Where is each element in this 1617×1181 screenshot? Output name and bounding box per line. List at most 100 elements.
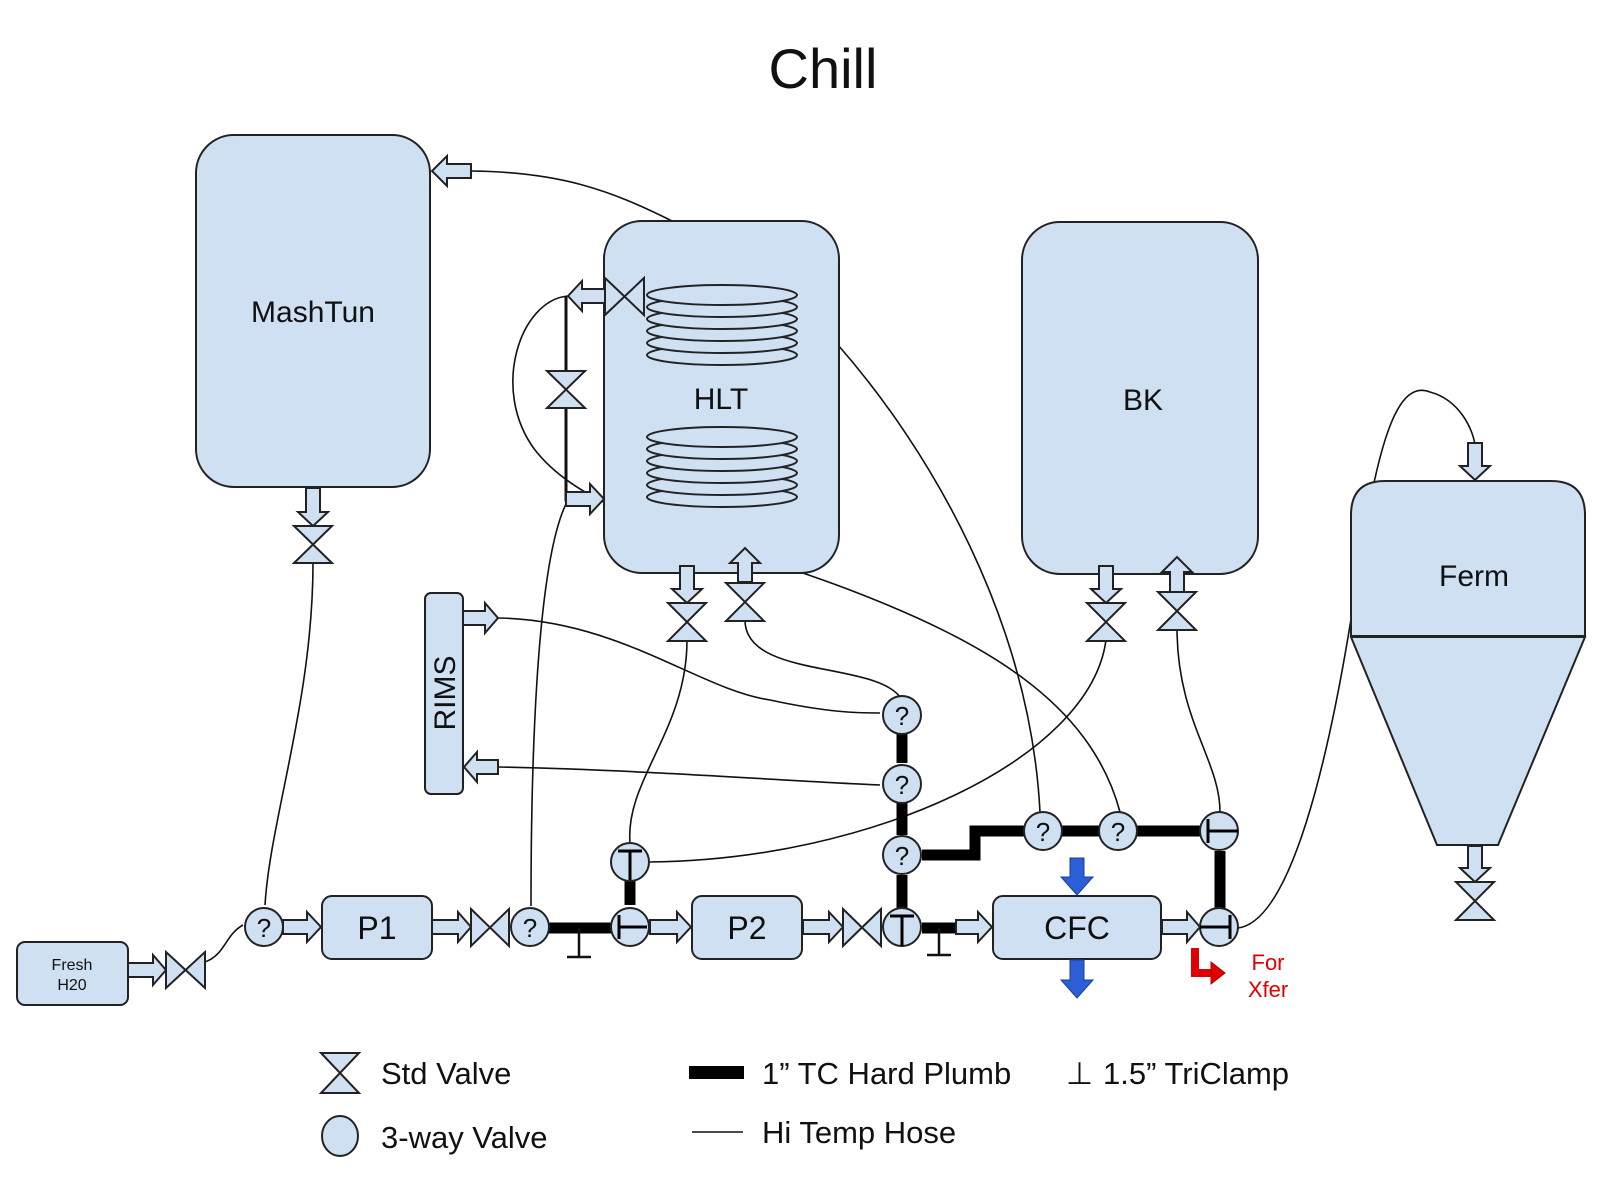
arrow-down-icon: [1457, 442, 1493, 482]
legend-std-valve-label: Std Valve: [381, 1056, 511, 1091]
fresh-water-source[interactable]: Fresh H20: [16, 941, 129, 1006]
bk-body[interactable]: [1021, 221, 1259, 575]
hose-fresh-to-valve: [204, 924, 244, 963]
valve-ferm-drain[interactable]: [1453, 881, 1497, 921]
arrow-right-icon: [1161, 909, 1202, 945]
hose-rims-out: [497, 617, 881, 714]
rims-body[interactable]: [424, 592, 464, 795]
flow-arrows: [127, 153, 1493, 988]
arrow-right-icon: [565, 481, 606, 517]
hlt-label: HLT: [694, 383, 748, 416]
standard-valves[interactable]: [165, 275, 1497, 991]
legend: Std Valve 3-way Valve 1” TC Hard Plumb H…: [318, 1052, 1289, 1157]
hose-bk-out: [649, 639, 1107, 863]
counterflow-chiller[interactable]: CFC: [992, 895, 1162, 960]
three-way-valve-t[interactable]: [610, 907, 650, 947]
coolant-arrows: [1059, 857, 1095, 999]
hlt-vessel[interactable]: HLT: [603, 220, 840, 574]
valve-fresh-water[interactable]: [165, 949, 206, 991]
pump-2-label: P2: [727, 910, 766, 946]
arrow-right-icon: [802, 909, 845, 945]
valve-port-icon: [1200, 915, 1232, 939]
ferm-upper-body[interactable]: [1350, 480, 1586, 637]
coolant-out-arrow-icon: [1059, 959, 1095, 999]
arrow-down-icon: [1088, 565, 1124, 605]
arrow-right-icon: [955, 909, 994, 945]
arrow-down-icon: [295, 487, 331, 528]
ferm-vessel[interactable]: Ferm: [1349, 480, 1587, 846]
three-way-valve-t[interactable]: [1199, 907, 1239, 947]
arrow-right-icon: [127, 952, 168, 988]
valve-after-p1[interactable]: [470, 906, 510, 949]
fresh-water-label-1: Fresh: [52, 957, 93, 974]
three-way-valve[interactable]: ?: [882, 764, 922, 804]
hose-mashtun-to-valve: [264, 562, 314, 906]
arrow-up-icon: [727, 546, 763, 583]
transfer-arrow: For Xfer: [1191, 948, 1288, 1002]
ferm-cone[interactable]: [1349, 636, 1587, 846]
arrow-right-icon: [282, 909, 323, 945]
valve-port-icon: [890, 914, 914, 946]
three-way-valves[interactable]: ? ? ? ? ? ?: [244, 695, 1239, 947]
transfer-arrow-icon: [1191, 948, 1213, 977]
three-way-valve-t[interactable]: [610, 842, 650, 882]
arrow-down-icon: [1457, 845, 1493, 884]
pump-2[interactable]: P2: [691, 895, 803, 960]
arrow-right-icon: [462, 600, 500, 636]
arrow-left-icon: [566, 278, 606, 314]
valve-after-p2[interactable]: [842, 906, 882, 949]
legend-hard-plumb-icon: [689, 1066, 744, 1079]
valve-bk-out[interactable]: [1084, 602, 1128, 642]
cfc-label: CFC: [1044, 910, 1110, 946]
mashtun-vessel[interactable]: MashTun: [195, 134, 431, 488]
arrow-left-icon: [430, 153, 472, 189]
bk-vessel[interactable]: BK: [1021, 221, 1259, 575]
svg-text:?: ?: [523, 913, 537, 943]
pump-1[interactable]: P1: [321, 895, 433, 960]
legend-triclamp-label: 1.5” TriClamp: [1103, 1056, 1289, 1091]
svg-text:?: ?: [895, 841, 909, 871]
ferm-label: Ferm: [1439, 560, 1509, 593]
hlt-lower-coil: [646, 426, 798, 508]
valve-bk-return[interactable]: [1155, 591, 1199, 631]
hose-hlt-out-to-tvalve: [629, 639, 688, 844]
svg-text:?: ?: [895, 770, 909, 800]
arrow-right-icon: [649, 909, 693, 945]
three-way-valve[interactable]: ?: [510, 907, 550, 947]
rims-unit[interactable]: RIMS: [424, 592, 464, 795]
rims-label: RIMS: [429, 656, 462, 731]
three-way-valve[interactable]: ?: [882, 835, 922, 875]
valve-port-icon: [1206, 819, 1238, 843]
transfer-arrow-head: [1210, 960, 1226, 986]
legend-3way-valve-icon: [321, 1115, 359, 1157]
hose-hlt-to-valve: [837, 344, 1041, 813]
valve-hlt-coil-out[interactable]: [604, 275, 645, 318]
transfer-label-2: Xfer: [1248, 977, 1288, 1002]
three-way-valve-t[interactable]: [882, 907, 922, 947]
legend-3way-valve-label: 3-way Valve: [381, 1120, 548, 1155]
three-way-valve[interactable]: ?: [1098, 811, 1138, 851]
pump-1-label: P1: [357, 910, 396, 946]
valve-mashtun-drain[interactable]: [291, 525, 335, 564]
svg-text:?: ?: [1036, 817, 1050, 847]
three-way-valve[interactable]: ?: [244, 907, 284, 947]
triclamp-icon: [927, 928, 951, 957]
valve-hlt-return[interactable]: [723, 582, 767, 622]
coolant-in-arrow-icon: [1059, 857, 1095, 896]
legend-hose-label: Hi Temp Hose: [762, 1115, 956, 1150]
three-way-valve-t[interactable]: [1199, 811, 1239, 851]
triclamp-marks: [567, 928, 951, 959]
triclamp-icon: [567, 928, 591, 959]
fresh-water-label-2: H20: [57, 977, 86, 994]
hose-bk-in: [1176, 627, 1221, 813]
three-way-valve[interactable]: ?: [882, 695, 922, 735]
hard-plumb-segment: [922, 825, 1024, 861]
valve-hlt-bypass[interactable]: [544, 370, 588, 409]
three-way-valve[interactable]: ?: [1023, 811, 1063, 851]
valve-hlt-out[interactable]: [665, 602, 709, 642]
svg-text:?: ?: [257, 913, 271, 943]
valve-port-icon: [617, 915, 647, 939]
hose-rims-in: [497, 766, 881, 786]
arrow-up-icon: [1159, 555, 1195, 593]
hlt-upper-coil: [646, 284, 798, 366]
